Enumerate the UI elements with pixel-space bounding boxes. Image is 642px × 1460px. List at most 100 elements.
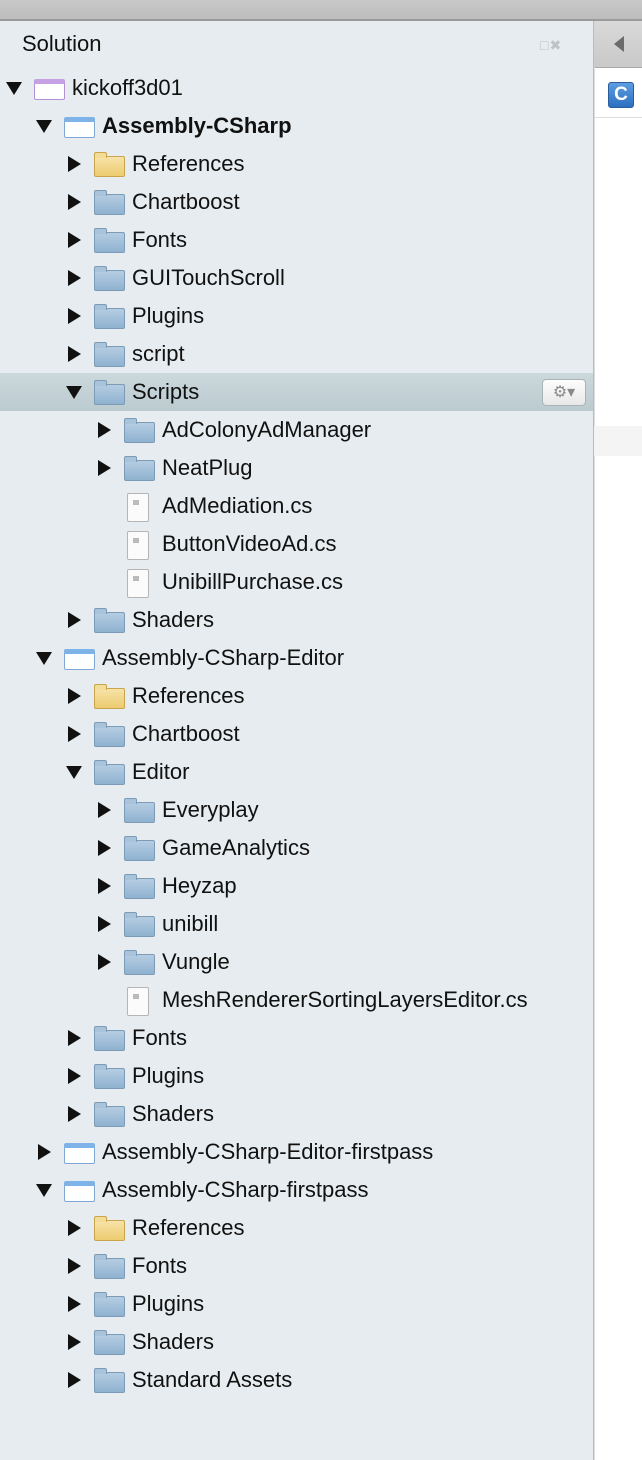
tree-item[interactable]: References bbox=[0, 1209, 593, 1247]
collapsed-arrow-icon[interactable] bbox=[68, 612, 81, 628]
tree-item[interactable]: MeshRendererSortingLayersEditor.cs bbox=[0, 981, 593, 1019]
tree-item[interactable]: Editor bbox=[0, 753, 593, 791]
collapsed-arrow-icon[interactable] bbox=[38, 1144, 51, 1160]
collapsed-arrow-icon[interactable] bbox=[68, 1258, 81, 1274]
collapsed-arrow-icon[interactable] bbox=[68, 688, 81, 704]
tree-item[interactable]: Scripts ⚙▾ bbox=[0, 373, 593, 411]
tree-item[interactable]: Chartboost bbox=[0, 715, 593, 753]
references-folder-icon bbox=[94, 1216, 125, 1241]
collapsed-arrow-icon[interactable] bbox=[68, 1220, 81, 1236]
tree-item-label: References bbox=[132, 151, 245, 176]
tree-item-label: Scripts bbox=[132, 379, 200, 404]
tree-item[interactable]: Standard Assets bbox=[0, 1361, 593, 1399]
project-icon bbox=[64, 1181, 95, 1202]
folder-icon bbox=[94, 1102, 125, 1127]
folder-icon bbox=[94, 380, 125, 405]
expanded-arrow-icon[interactable] bbox=[66, 766, 82, 779]
folder-icon bbox=[94, 266, 125, 291]
expanded-arrow-icon[interactable] bbox=[6, 82, 22, 95]
folder-icon bbox=[94, 1292, 125, 1317]
collapsed-arrow-icon[interactable] bbox=[98, 422, 111, 438]
expanded-arrow-icon[interactable] bbox=[36, 652, 52, 665]
tree-item[interactable]: Plugins bbox=[0, 297, 593, 335]
collapsed-arrow-icon[interactable] bbox=[68, 270, 81, 286]
folder-icon bbox=[94, 1330, 125, 1355]
tree-item[interactable]: kickoff3d01 bbox=[0, 69, 593, 107]
folder-icon bbox=[124, 874, 155, 899]
collapsed-arrow-icon[interactable] bbox=[98, 954, 111, 970]
tree-item[interactable]: Fonts bbox=[0, 1247, 593, 1285]
collapsed-arrow-icon[interactable] bbox=[68, 1030, 81, 1046]
tree-item[interactable]: Shaders bbox=[0, 1095, 593, 1133]
collapsed-arrow-icon[interactable] bbox=[98, 916, 111, 932]
tree-item-label: Assembly-CSharp-Editor bbox=[102, 645, 345, 670]
tree-item[interactable]: Assembly-CSharp bbox=[0, 107, 593, 145]
collapsed-arrow-icon[interactable] bbox=[68, 232, 81, 248]
collapsed-arrow-icon[interactable] bbox=[68, 346, 81, 362]
tree-item-label: Everyplay bbox=[162, 797, 259, 822]
tree-item[interactable]: AdColonyAdManager bbox=[0, 411, 593, 449]
collapsed-arrow-icon[interactable] bbox=[68, 1334, 81, 1350]
folder-icon bbox=[124, 456, 155, 481]
tree-item[interactable]: GUITouchScroll bbox=[0, 259, 593, 297]
tree-item-label: Assembly-CSharp-firstpass bbox=[102, 1177, 369, 1202]
tree-item[interactable]: script bbox=[0, 335, 593, 373]
collapsed-arrow-icon[interactable] bbox=[68, 156, 81, 172]
tree-item[interactable]: UnibillPurchase.cs bbox=[0, 563, 593, 601]
tree-item[interactable]: Everyplay bbox=[0, 791, 593, 829]
tree-item-label: Fonts bbox=[132, 1253, 188, 1278]
tree-item-label: Fonts bbox=[132, 1025, 188, 1050]
tree-item-label: Plugins bbox=[132, 1291, 205, 1316]
panel-window-buttons[interactable]: □✖ bbox=[540, 37, 563, 53]
folder-icon bbox=[94, 608, 125, 633]
tree-item[interactable]: Vungle bbox=[0, 943, 593, 981]
tree-item[interactable]: ButtonVideoAd.cs bbox=[0, 525, 593, 563]
gear-menu-button[interactable]: ⚙▾ bbox=[542, 379, 586, 406]
expanded-arrow-icon[interactable] bbox=[66, 386, 82, 399]
tree-item[interactable]: NeatPlug bbox=[0, 449, 593, 487]
project-icon bbox=[64, 1143, 95, 1164]
tree-item[interactable]: Assembly-CSharp-firstpass bbox=[0, 1171, 593, 1209]
collapsed-arrow-icon[interactable] bbox=[68, 1372, 81, 1388]
divider bbox=[594, 67, 595, 1460]
expanded-arrow-icon[interactable] bbox=[36, 1184, 52, 1197]
collapse-left-icon[interactable] bbox=[614, 36, 624, 52]
folder-icon bbox=[94, 1368, 125, 1393]
tree-item-label: MeshRendererSortingLayersEditor.cs bbox=[162, 987, 528, 1012]
tree-item[interactable]: Heyzap bbox=[0, 867, 593, 905]
tree-item[interactable]: AdMediation.cs bbox=[0, 487, 593, 525]
collapsed-arrow-icon[interactable] bbox=[68, 194, 81, 210]
tree-item[interactable]: Assembly-CSharp-Editor-firstpass bbox=[0, 1133, 593, 1171]
tree-item-label: Chartboost bbox=[132, 189, 240, 214]
tree-item[interactable]: Shaders bbox=[0, 1323, 593, 1361]
window-top-bar bbox=[0, 0, 642, 21]
tree-item[interactable]: References bbox=[0, 145, 593, 183]
collapsed-arrow-icon[interactable] bbox=[68, 1068, 81, 1084]
collapsed-arrow-icon[interactable] bbox=[98, 460, 111, 476]
collapsed-arrow-icon[interactable] bbox=[98, 840, 111, 856]
collapsed-arrow-icon[interactable] bbox=[68, 1296, 81, 1312]
tree-item-label: Plugins bbox=[132, 303, 205, 328]
tree-item[interactable]: Plugins bbox=[0, 1057, 593, 1095]
expanded-arrow-icon[interactable] bbox=[36, 120, 52, 133]
tree-item[interactable]: Assembly-CSharp-Editor bbox=[0, 639, 593, 677]
csharp-file-icon[interactable]: C bbox=[608, 82, 634, 108]
collapsed-arrow-icon[interactable] bbox=[98, 802, 111, 818]
collapsed-arrow-icon[interactable] bbox=[98, 878, 111, 894]
collapsed-arrow-icon[interactable] bbox=[68, 726, 81, 742]
folder-icon bbox=[124, 418, 155, 443]
tree-item-label: Shaders bbox=[132, 1329, 214, 1354]
tree-item[interactable]: References bbox=[0, 677, 593, 715]
tree-item[interactable]: Fonts bbox=[0, 221, 593, 259]
tree-item[interactable]: Chartboost bbox=[0, 183, 593, 221]
tree-item-label: UnibillPurchase.cs bbox=[162, 569, 343, 594]
tree-item[interactable]: Fonts bbox=[0, 1019, 593, 1057]
tree-item[interactable]: Plugins bbox=[0, 1285, 593, 1323]
tree-item[interactable]: unibill bbox=[0, 905, 593, 943]
tree-item[interactable]: Shaders bbox=[0, 601, 593, 639]
editor-tab-strip bbox=[594, 21, 642, 68]
collapsed-arrow-icon[interactable] bbox=[68, 1106, 81, 1122]
collapsed-arrow-icon[interactable] bbox=[68, 308, 81, 324]
tree-item[interactable]: GameAnalytics bbox=[0, 829, 593, 867]
